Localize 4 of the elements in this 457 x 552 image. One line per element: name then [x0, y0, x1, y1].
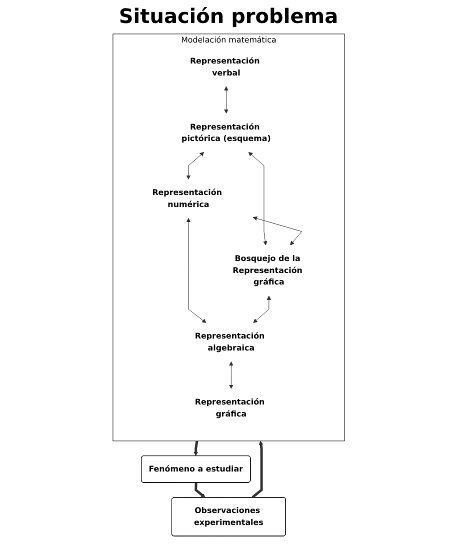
arrow	[251, 440, 263, 498]
arrow	[194, 482, 206, 498]
arrow	[193, 440, 198, 456]
diagram-title: Situación problema	[118, 4, 340, 28]
